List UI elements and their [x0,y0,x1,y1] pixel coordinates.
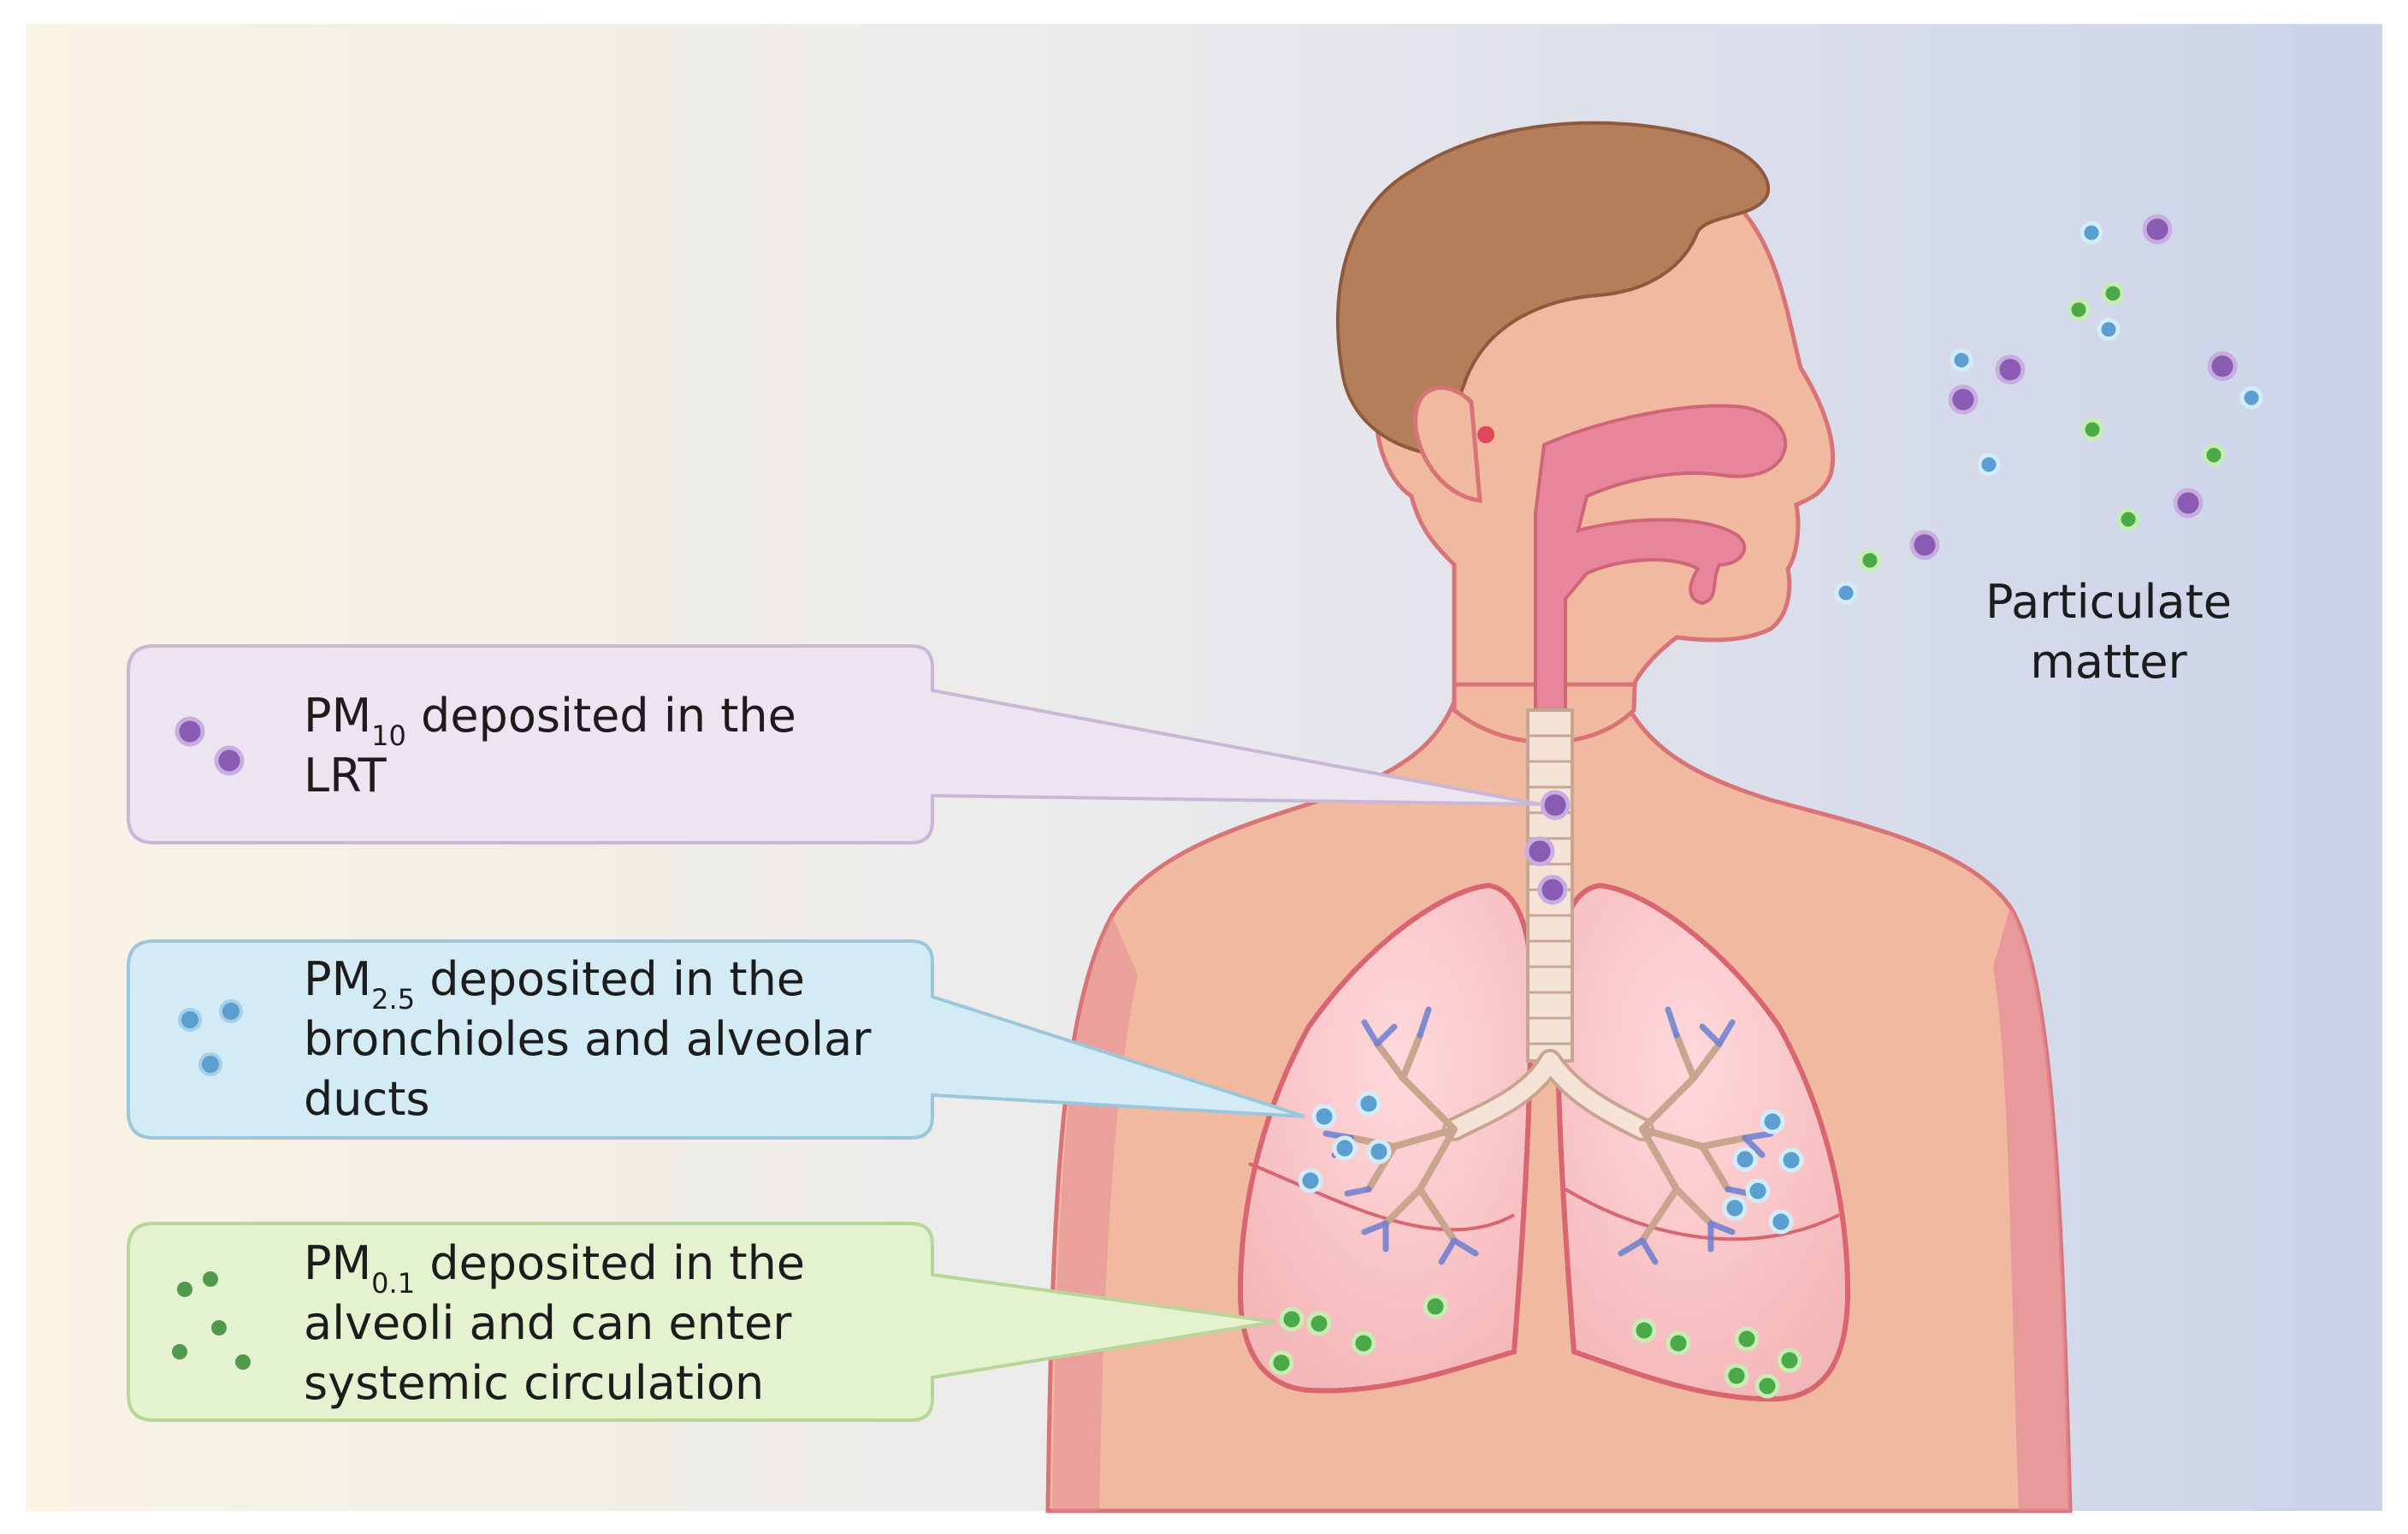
pm10-particle [1540,790,1571,820]
bronchial-tree [1322,1006,1774,1265]
pm01-legend-particle [203,1271,218,1287]
callout-pm25: PM2.5 deposited in the bronchioles and a… [127,939,1305,1140]
pm25-particle [1311,1104,1337,1129]
pm25-particle [1356,1091,1381,1116]
bronchiole-particles [1298,1091,1804,1235]
pm10-label-line1: PM10 deposited in the [304,689,796,752]
pm25-legend-particle [198,1052,222,1076]
pm01-legend-particle [211,1320,227,1336]
pm01-particle [1777,1347,1802,1373]
pm25-particle [2239,386,2263,410]
callout-pm01-box [127,1222,1275,1422]
left-lung-fissure [1248,1162,1515,1232]
pm01-particle [1724,1363,1749,1389]
pm01-particle [2067,298,2091,322]
pm25-particle [1778,1147,1804,1173]
pm01-legend-particle [172,1344,187,1359]
pm25-particle [1732,1146,1758,1172]
pm01-label-line3: systemic circulation [304,1356,764,1410]
pm01-particle [2080,418,2104,441]
trachea-particles [1524,790,1571,905]
pm10-legend-particle [175,716,205,747]
pm25-label-line2: bronchioles and alveolar [304,1012,872,1066]
pm10-particle [1995,354,2026,385]
pm25-particle [1949,348,1973,372]
pm01-legend-particle [177,1282,192,1297]
callout-pm10: PM10 deposited in the LRT [127,644,1541,844]
pm25-particle [1977,453,2001,477]
ear-canal [1477,426,1494,443]
pm25-label-line3: ducts [304,1072,430,1126]
pm10-particle [1909,530,1940,560]
pm01-particle [1665,1330,1691,1356]
nasal-cavity [1534,404,1788,712]
pm01-particle [1631,1318,1657,1343]
pm01-legend-particle [235,1354,251,1370]
pm01-particle [1858,548,1882,572]
pm01-particle [1754,1373,1780,1399]
pm01-label-line1: PM0.1 deposited in the [304,1236,805,1300]
ambient-label-line1: Particulate [1985,575,2232,629]
pm10-particle [1524,836,1555,867]
pm10-particle [2207,351,2238,382]
pm01-particle [1423,1294,1448,1319]
right-lung-fissure [1564,1188,1840,1241]
pm10-legend-particle [214,745,245,776]
ambient-label-line2: matter [2030,635,2187,689]
pm01-particle [2116,507,2140,531]
alveoli-particles [1269,1294,1802,1399]
pm01-particle [2101,281,2125,305]
pm10-particle [2142,214,2173,245]
pm01-particle [1306,1311,1332,1336]
callout-pm25-box [127,939,1305,1140]
ear [1413,385,1482,503]
pm25-particle [1298,1168,1323,1193]
pm25-particle [2097,317,2121,341]
pm25-legend-particle [178,1008,202,1032]
pm25-legend-particle [219,999,243,1023]
pm25-particle [1366,1139,1392,1164]
pm25-particle [1760,1109,1785,1134]
pm25-label-line1: PM2.5 deposited in the [304,952,805,1016]
pm01-particle [1351,1330,1376,1356]
pm01-particle [1269,1350,1294,1376]
callout-pm01: PM0.1 deposited in the alveoli and can e… [127,1222,1275,1422]
pm25-particle [2080,221,2103,245]
lungs [1237,708,1851,1402]
pm01-particle [1279,1306,1305,1332]
pm01-particle [2202,443,2226,467]
pm01-particle [1734,1326,1760,1352]
pm10-particle [1948,384,1979,415]
pm25-particle [1745,1178,1771,1204]
pm10-label-line2: LRT [304,749,388,803]
pm25-particle [1332,1135,1358,1161]
callout-pm10-box [127,644,1541,844]
pm10-particle [1537,874,1568,905]
pm01-label-line2: alveoli and can enter [304,1296,792,1350]
pm25-particle [1768,1209,1794,1235]
pm10-particle [2173,488,2204,518]
torso-shade-right [1993,907,2070,1511]
pm25-particle [1834,581,1858,605]
ambient-particle-cloud: Particulate matter [1834,214,2263,689]
pm25-particle [1722,1195,1748,1221]
